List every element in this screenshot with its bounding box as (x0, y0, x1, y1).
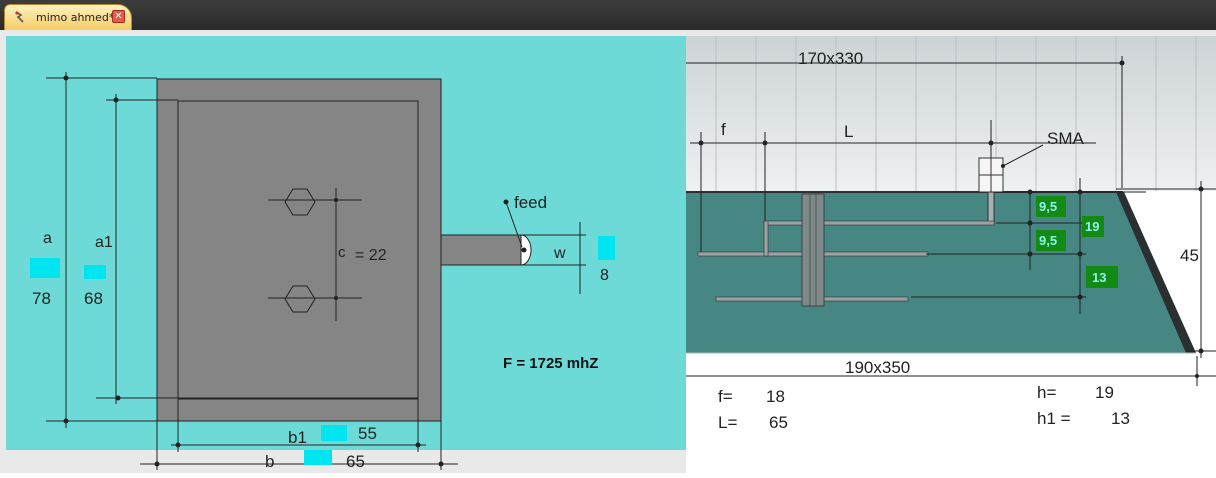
bottom-dimension: 190x350 (845, 358, 910, 377)
antenna-side-view: 170x330 f L SMA (686, 36, 1216, 473)
dim-a-label: a (43, 230, 52, 247)
badge-19-text: 19 (1085, 219, 1099, 234)
tab-title: mimo ahmed* (36, 11, 115, 24)
support-post (801, 193, 825, 307)
dim-b1-label: b1 (288, 428, 307, 447)
substrate (686, 192, 1196, 353)
dim-a1-label: a1 (95, 234, 113, 251)
dim-w-label: w (553, 245, 566, 262)
badge-9-5-top-text: 9,5 (1039, 199, 1057, 214)
screw-bottom (284, 285, 316, 313)
feed-strip (440, 234, 522, 266)
top-dimension: 170x330 (798, 49, 863, 68)
patch-element (177, 100, 419, 400)
dim-a1-value: 68 (84, 289, 103, 308)
badge-9-5-bottom (1036, 230, 1066, 251)
dim-b-label: b (265, 452, 274, 471)
dim-a-value: 78 (32, 289, 51, 308)
param-L-value: 65 (769, 413, 788, 432)
dim-w-marker (598, 236, 615, 260)
param-h1-value: 13 (1111, 409, 1130, 428)
param-f-label: f= (718, 387, 733, 406)
feed-label: feed (514, 193, 547, 212)
dim-w-value: 8 (600, 267, 609, 284)
badge-9-5-top (1036, 196, 1066, 217)
param-h-label: h= (1037, 383, 1056, 402)
dim-b1-value: 55 (358, 424, 377, 443)
document-icon (15, 11, 24, 23)
dim-c-label: c (338, 244, 346, 261)
dim-a-marker (30, 258, 60, 278)
param-f-value: 18 (766, 387, 785, 406)
badge-19 (1082, 216, 1104, 237)
badge-9-5-bottom-text: 9,5 (1039, 233, 1057, 248)
dim-b-annotation: b 65 (140, 412, 458, 471)
param-L-label: L= (718, 413, 737, 432)
upper-radiator (763, 220, 995, 226)
close-icon[interactable]: ✕ (112, 10, 125, 23)
dim-L-label: L (844, 122, 853, 141)
document-tab[interactable]: mimo ahmed* ✕ (4, 4, 132, 30)
frequency-label: F = 1725 mhZ (503, 355, 598, 372)
patch-top-view: a a1 78 68 c = 22 feed w 8 F = 1725 mhZ … (6, 36, 686, 452)
dim-c-value: = 22 (355, 247, 387, 264)
dim-b-value: 65 (346, 452, 365, 471)
sma-label: SMA (1047, 129, 1085, 148)
param-h-value: 19 (1095, 383, 1114, 402)
dim-b1-marker (321, 425, 347, 441)
title-bar (0, 0, 1216, 30)
param-h1-label: h1 = (1037, 409, 1071, 428)
badge-13 (1086, 266, 1118, 288)
height-dimension: 45 (1180, 246, 1199, 265)
screw-top (284, 188, 316, 216)
dim-f-label: f (721, 120, 726, 139)
edge-bevel (1116, 192, 1196, 353)
dim-b-marker (304, 450, 332, 465)
badge-13-text: 13 (1092, 270, 1106, 285)
dim-a1-marker (84, 265, 106, 279)
